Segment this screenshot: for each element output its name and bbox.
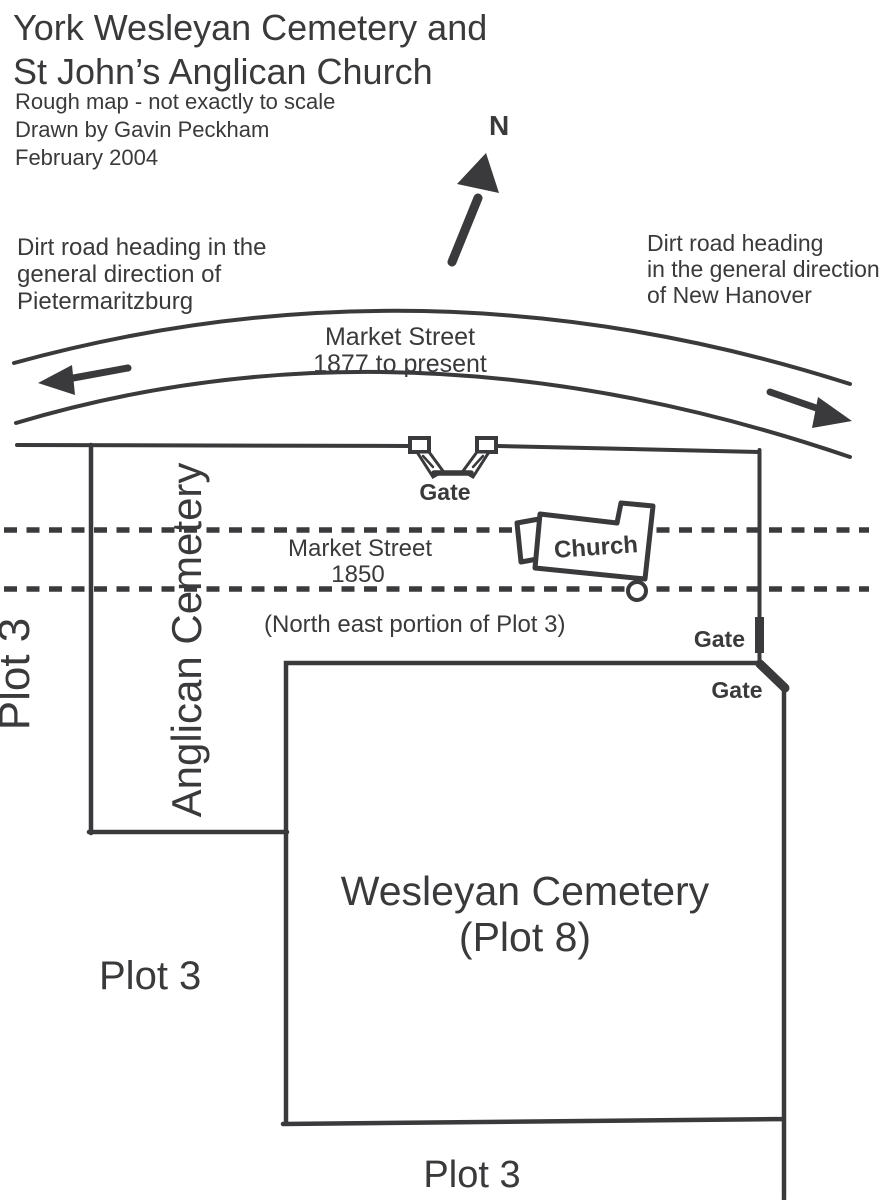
wesleyan-plot-number: (Plot 8) [458,914,592,960]
wesleyan-name: Wesleyan Cemetery [340,868,710,914]
wesleyan-plot-outline [280,660,787,1200]
west-caption-line: general direction of [17,261,222,288]
west-caption-line: Dirt road heading in the [17,234,267,261]
north-gate-label: Gate [419,479,471,505]
road-edge-north [12,308,852,386]
north-gate-symbol [408,436,498,480]
gate-post-left [408,436,431,454]
map-notes: Rough map - not exactly to scale Drawn b… [15,88,335,172]
market-street-1850-label: Market Street 1850 [288,535,433,588]
east-direction-arrow [766,388,852,428]
gate-post-right [475,436,498,454]
market-street-1877-label: Market Street 1877 to present [300,324,500,378]
north-arrow [447,153,499,267]
wesleyan-cemetery-label: Wesleyan Cemetery (Plot 8) [325,868,725,960]
north-label: N [489,110,510,141]
market-street-years: 1877 to present [313,350,487,378]
west-caption-line: Pietermaritzburg [17,288,194,315]
old-street-year: 1850 [331,561,385,588]
plot3-west-label: Plot 3 [0,618,39,731]
east-gate-upper-label: Gate [693,626,745,652]
plot3-southwest-label: Plot 3 [99,954,202,998]
east-gate-lower-label: Gate [711,677,763,703]
old-street-name: Market Street [288,535,433,562]
title-line-2: St John’s Anglican Church [13,51,433,92]
church-circle-marker [626,580,648,602]
boundary-top-east [495,444,761,454]
east-caption-line: Dirt road heading [647,230,824,256]
church-building-shape [532,500,656,582]
road-edge-south [14,369,852,459]
plot3-south-label: Plot 3 [423,1154,521,1196]
east-caption-line: of New Hanover [647,282,812,308]
dirt-road-west-caption: Dirt road heading in the general directi… [17,234,267,315]
title-line-1: York Wesleyan Cemetery and [13,7,488,48]
west-direction-arrow [38,364,132,395]
east-gate-lower-bar [755,659,790,693]
northeast-portion-note: (North east portion of Plot 3) [264,611,566,638]
anglican-cemetery-label: Anglican Cemetery [163,462,210,818]
market-street-name: Market Street [324,323,476,351]
note-date: February 2004 [15,145,159,170]
boundary-top-west [15,443,410,448]
east-caption-line: in the general direction [647,256,880,282]
page-title: York Wesleyan Cemetery and St John’s Ang… [13,6,487,94]
note-scale: Rough map - not exactly to scale [15,89,336,114]
note-author: Drawn by Gavin Peckham [15,117,270,142]
dirt-road-east-caption: Dirt road heading in the general directi… [647,230,880,308]
